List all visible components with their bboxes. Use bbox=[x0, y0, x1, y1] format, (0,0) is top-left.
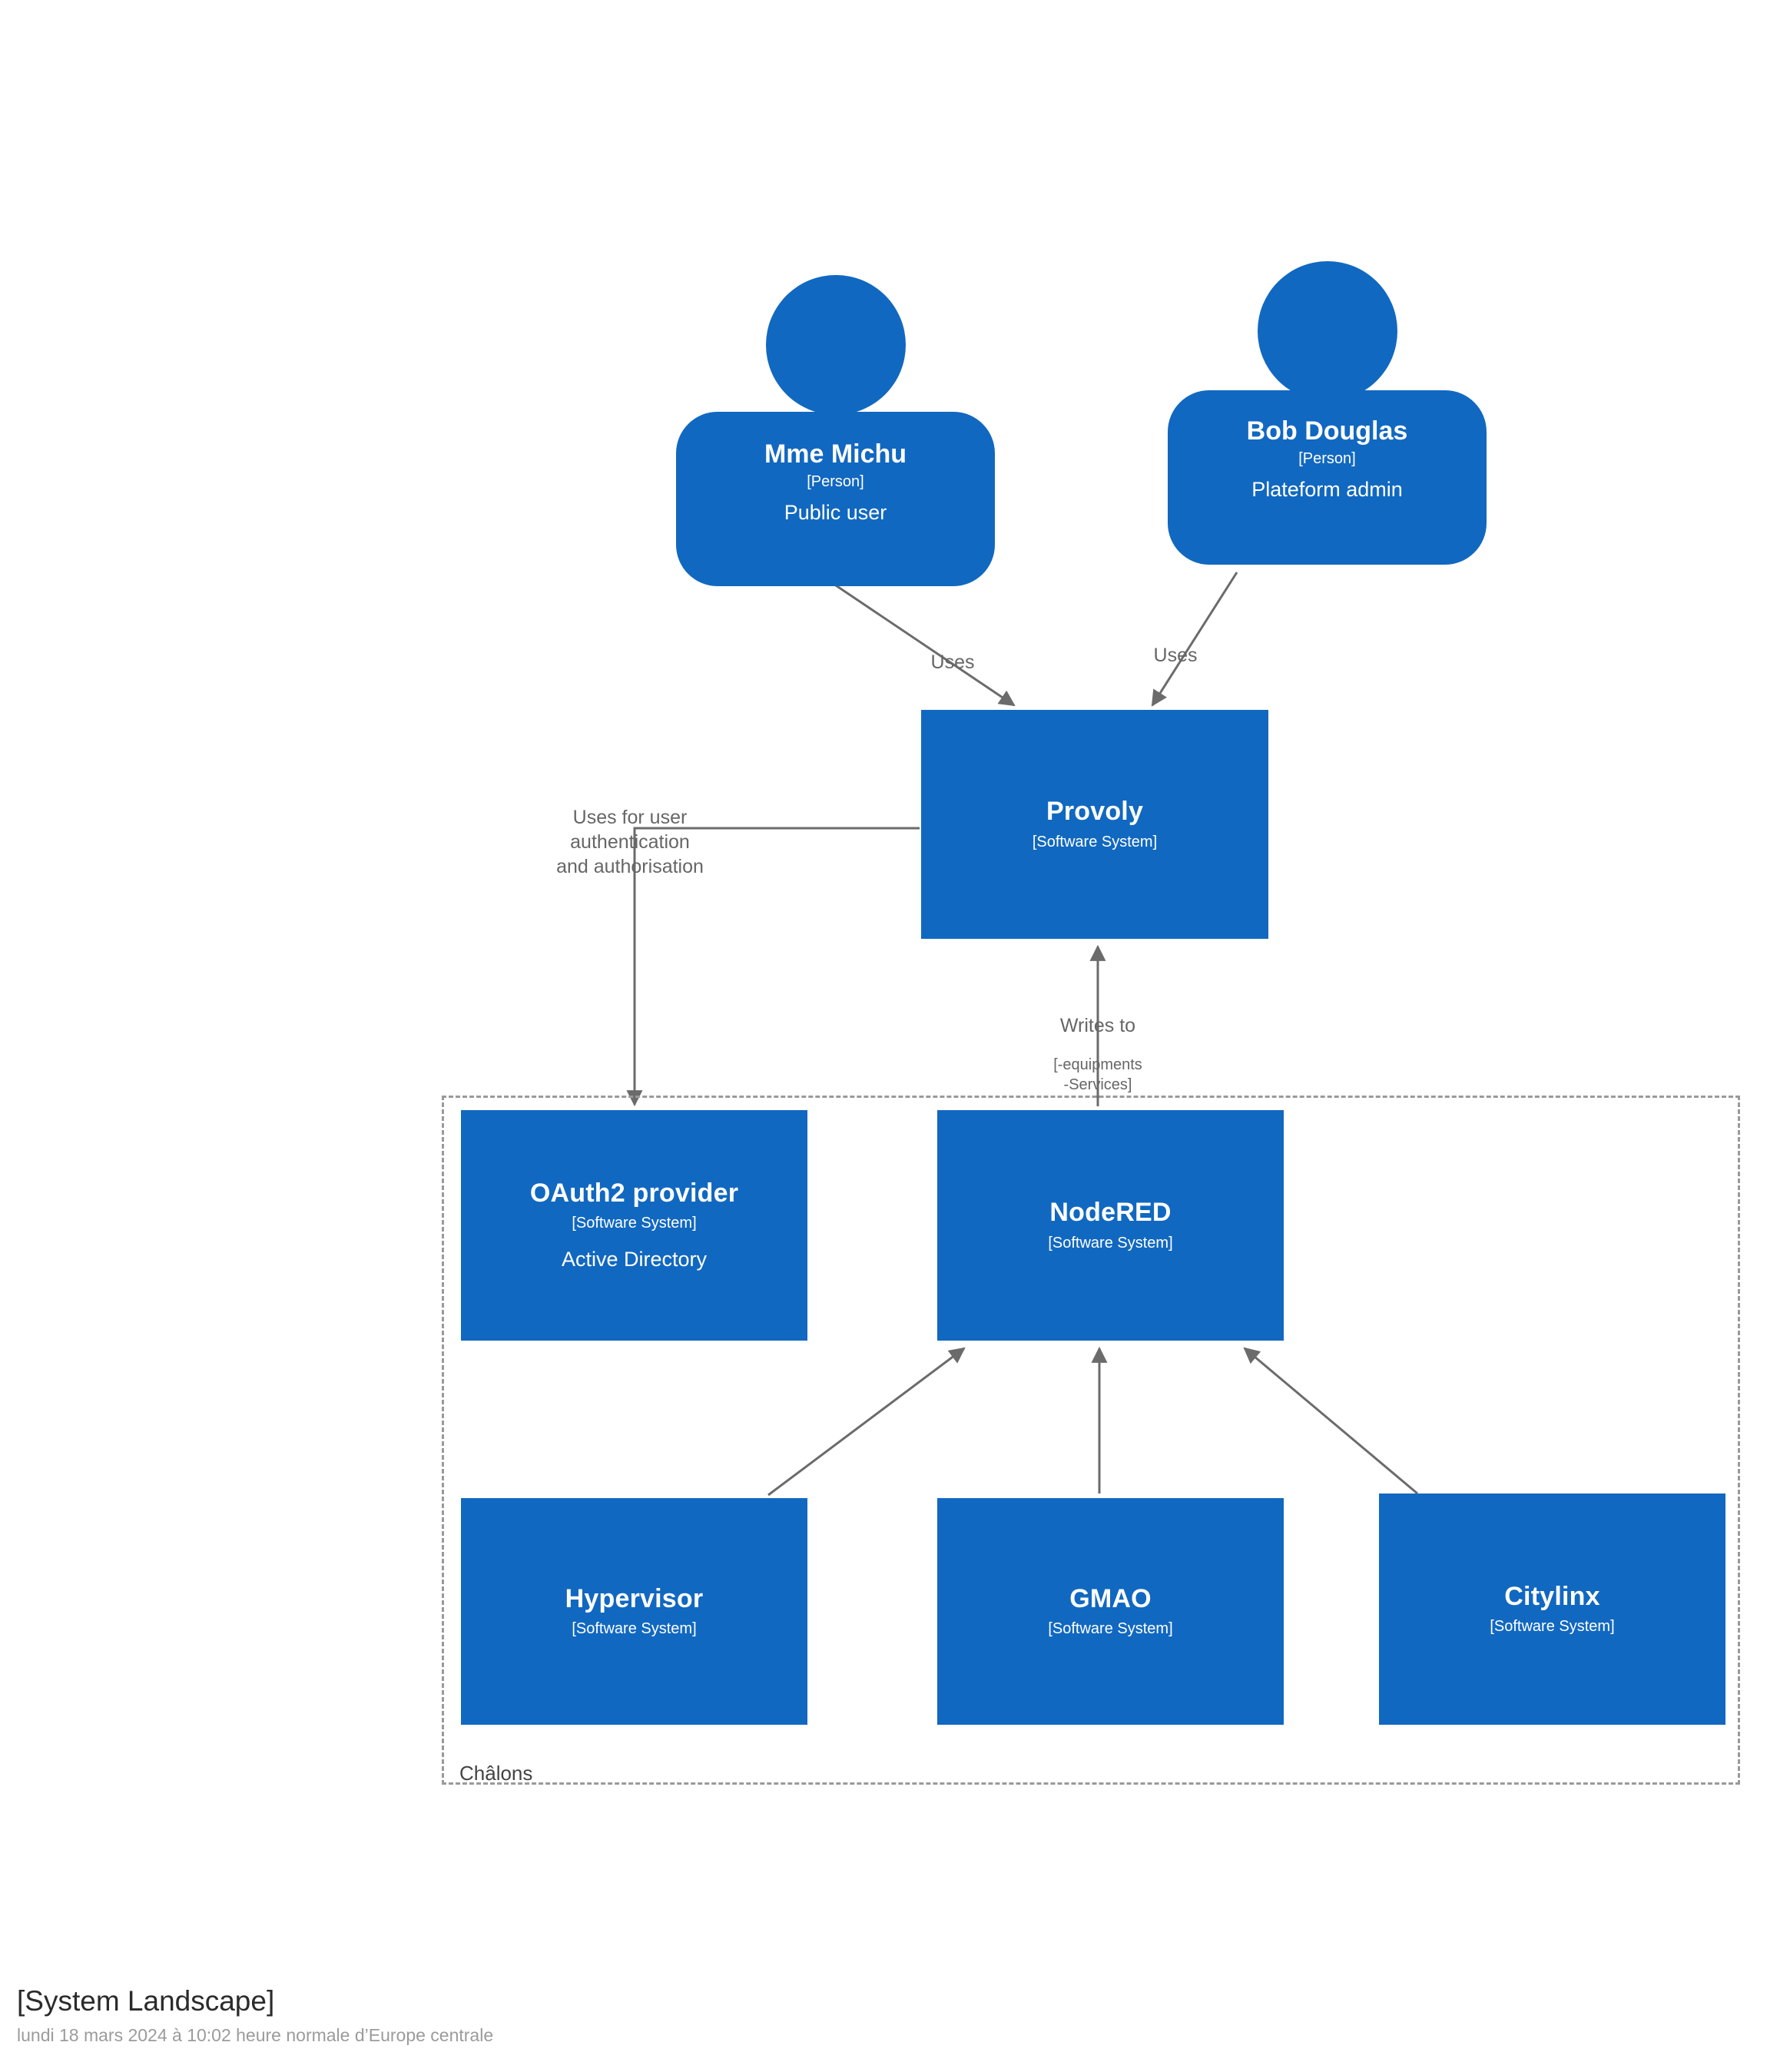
edge-label-text: Uses bbox=[930, 651, 975, 674]
person-head-icon bbox=[766, 275, 906, 415]
system-type: [Software System] bbox=[1048, 1620, 1173, 1638]
edge-label-text: Uses bbox=[1153, 645, 1198, 667]
system-gmao[interactable]: GMAO [Software System] bbox=[937, 1498, 1284, 1725]
edge-label-bob-douglas-uses: Uses bbox=[1129, 628, 1222, 684]
person-body: Mme Michu [Person] Public user bbox=[676, 412, 995, 586]
person-bob-douglas[interactable]: Bob Douglas [Person] Plateform admin bbox=[1168, 261, 1487, 572]
person-description: Plateform admin bbox=[1251, 478, 1403, 502]
person-type: [Person] bbox=[807, 473, 864, 491]
edge-label-provoly-uses-oauth2: Uses for user authentication and authori… bbox=[538, 790, 722, 895]
system-name: Citylinx bbox=[1504, 1581, 1600, 1611]
edge-label-text: Writes to bbox=[1059, 1015, 1136, 1037]
person-name: Bob Douglas bbox=[1246, 416, 1408, 446]
system-type: [Software System] bbox=[572, 1214, 697, 1232]
system-name: OAuth2 provider bbox=[529, 1178, 739, 1208]
system-description: Active Directory bbox=[561, 1247, 708, 1271]
edge-label-nodered-writes-to: Writes to [-equipments -Services] bbox=[1006, 998, 1190, 1111]
system-type: [Software System] bbox=[1032, 833, 1158, 850]
edge-label-mme-michu-uses: Uses bbox=[907, 635, 999, 691]
system-type: [Software System] bbox=[1490, 1618, 1615, 1636]
system-name: GMAO bbox=[1069, 1583, 1152, 1613]
diagram-title: [System Landscape] bbox=[17, 1985, 275, 2017]
person-head-icon bbox=[1258, 261, 1397, 401]
person-mme-michu[interactable]: Mme Michu [Person] Public user bbox=[676, 275, 995, 586]
system-name: NodeRED bbox=[1049, 1198, 1172, 1228]
person-type: [Person] bbox=[1298, 450, 1356, 468]
system-name: Provoly bbox=[1046, 797, 1144, 827]
system-citylinx[interactable]: Citylinx [Software System] bbox=[1379, 1493, 1725, 1725]
system-nodered[interactable]: NodeRED [Software System] bbox=[937, 1110, 1284, 1341]
edge-label-technology: [-equipments -Services] bbox=[1053, 1056, 1142, 1093]
person-body: Bob Douglas [Person] Plateform admin bbox=[1168, 390, 1487, 565]
edge-label-text: Uses for user authentication and authori… bbox=[556, 807, 704, 878]
boundary-chalons-label: Châlons bbox=[459, 1762, 533, 1785]
system-oauth2-provider[interactable]: OAuth2 provider [Software System] Active… bbox=[461, 1110, 807, 1341]
boundary-chalons bbox=[442, 1096, 1740, 1785]
person-name: Mme Michu bbox=[764, 439, 907, 469]
system-name: Hypervisor bbox=[565, 1583, 704, 1613]
system-hypervisor[interactable]: Hypervisor [Software System] bbox=[461, 1498, 807, 1725]
person-description: Public user bbox=[784, 501, 887, 525]
footer: [System Landscape] lundi 18 mars 2024 à … bbox=[17, 1982, 493, 2047]
system-type: [Software System] bbox=[572, 1620, 697, 1638]
diagram-timestamp: lundi 18 mars 2024 à 10:02 heure normale… bbox=[17, 2024, 494, 2045]
system-type: [Software System] bbox=[1048, 1234, 1173, 1251]
system-provoly[interactable]: Provoly [Software System] bbox=[921, 710, 1268, 939]
